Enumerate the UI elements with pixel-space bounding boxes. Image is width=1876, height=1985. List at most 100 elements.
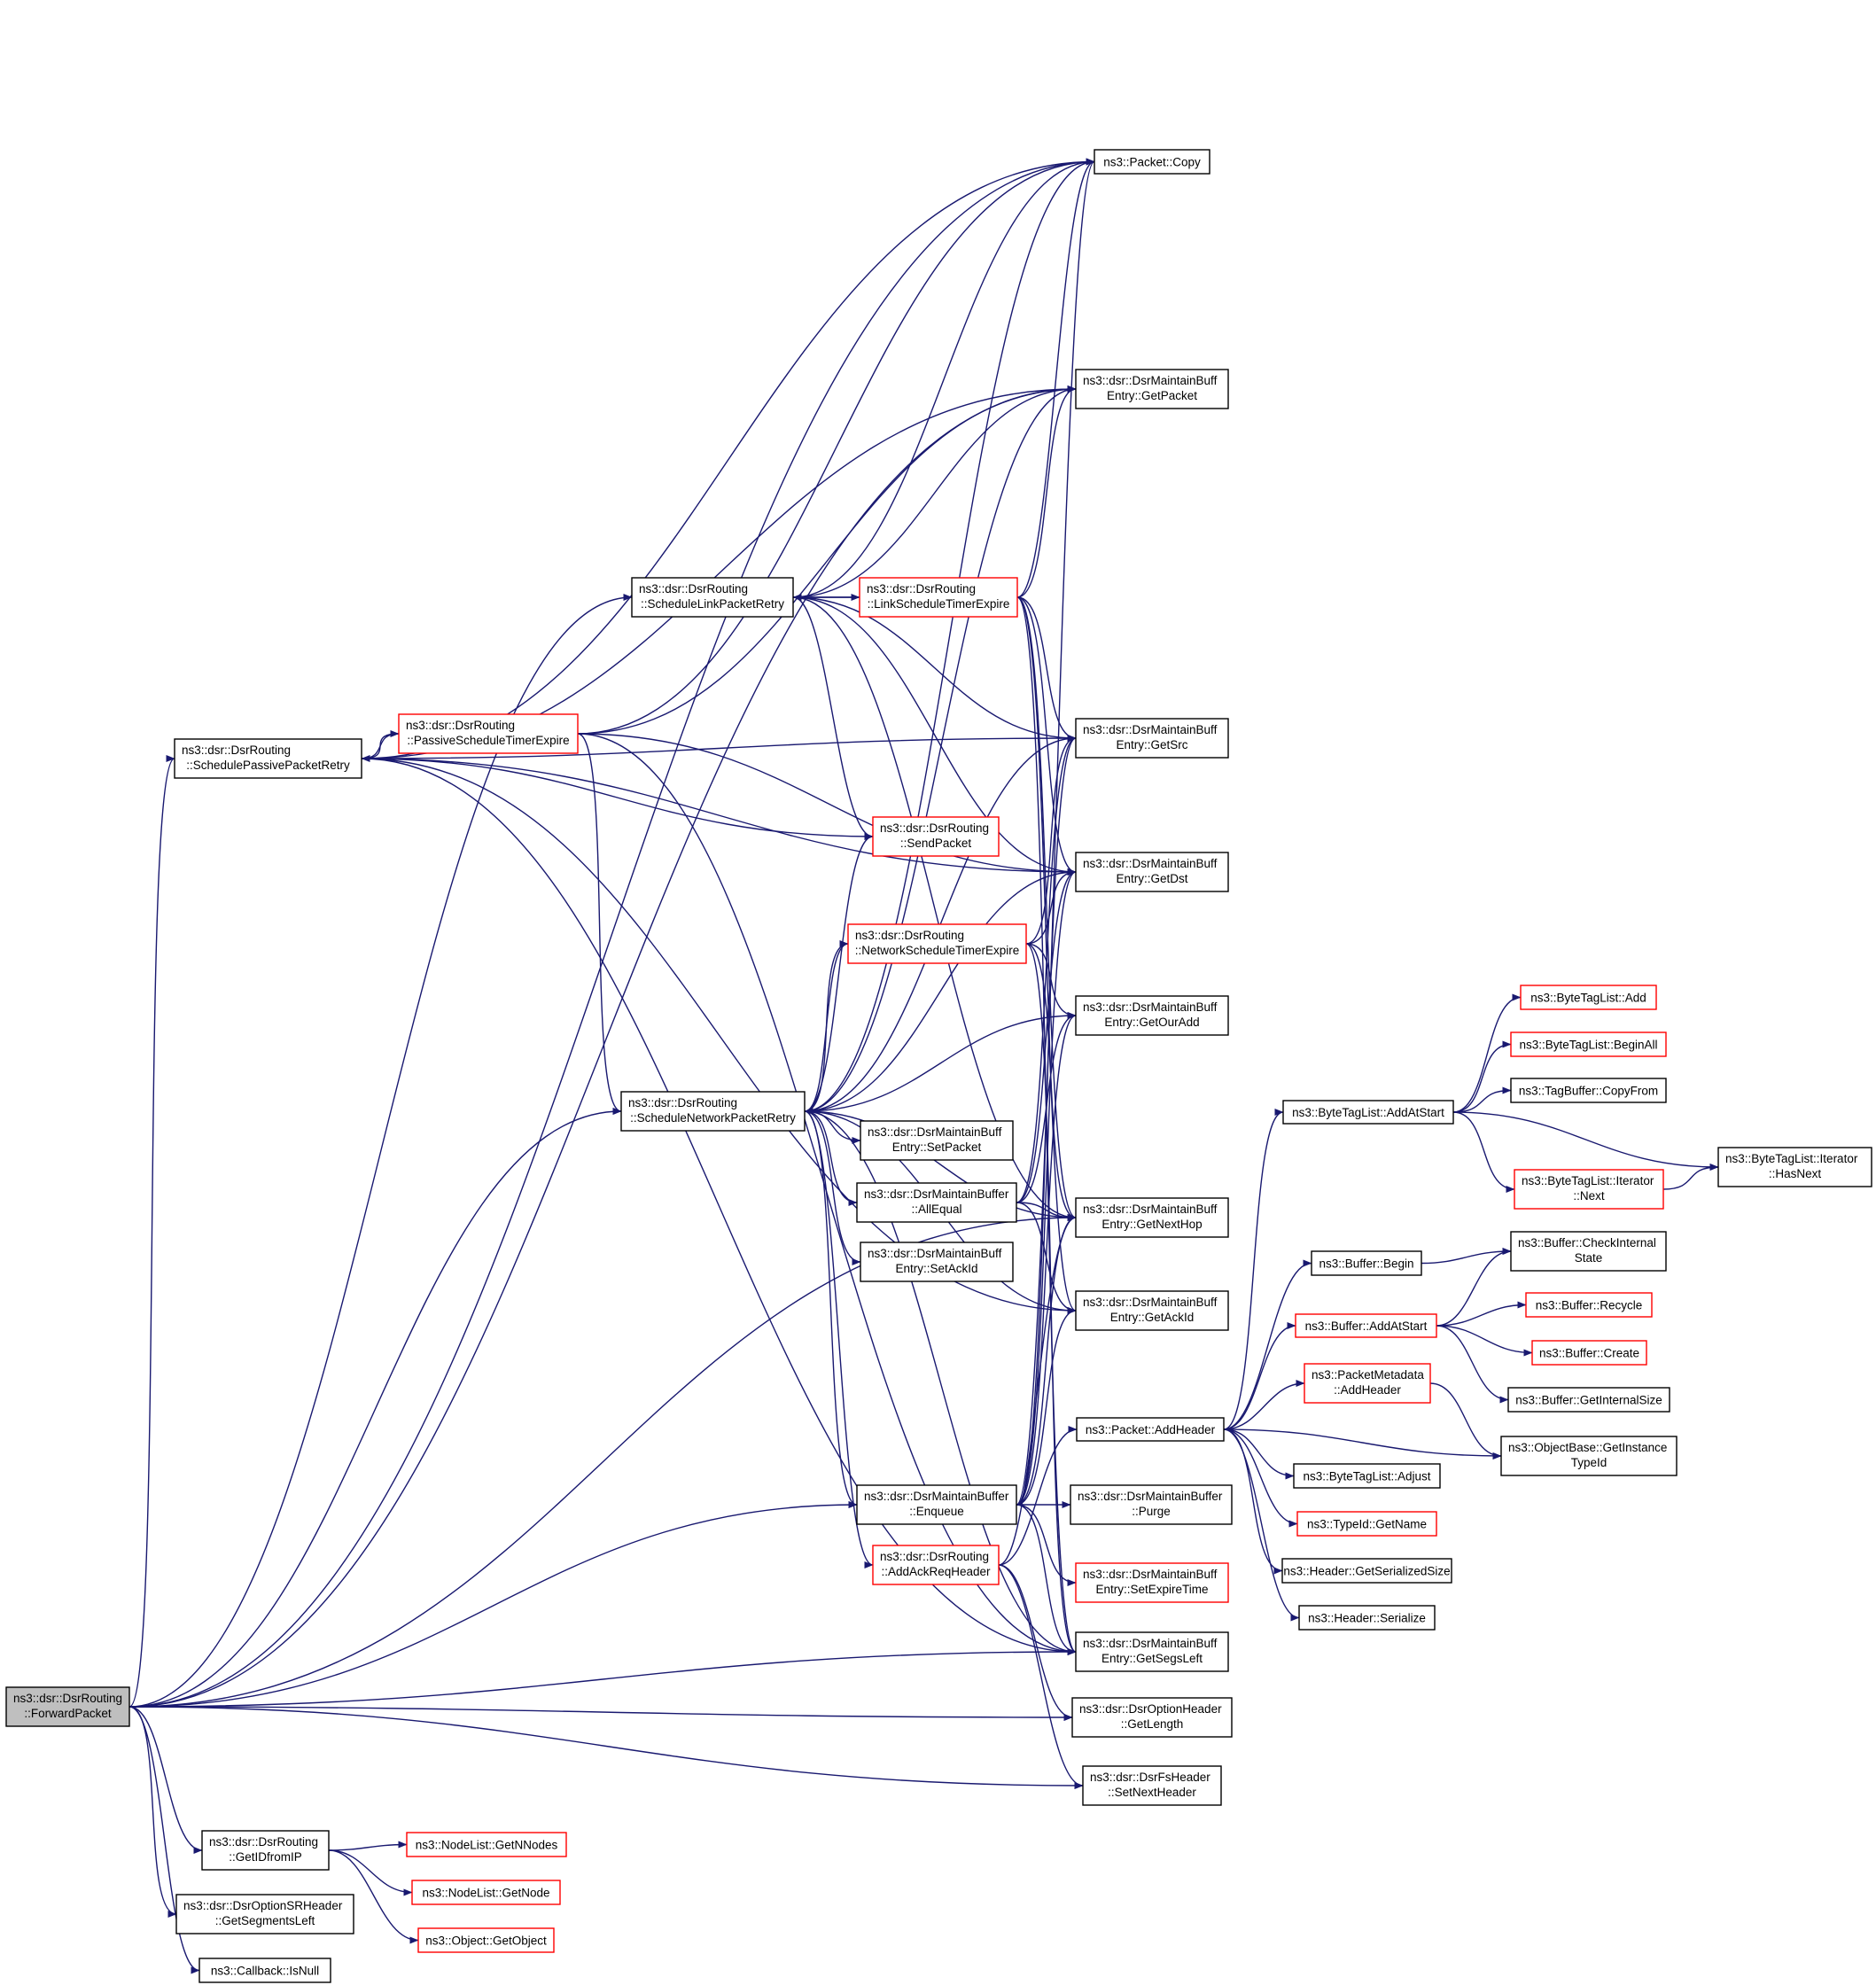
node-label-sppr-0: ns3::dsr::DsrRouting: [182, 743, 291, 757]
node-box-btl_addatstart: [1282, 1100, 1454, 1125]
node-sppr[interactable]: ns3::dsr::DsrRouting::SchedulePassivePac…: [174, 738, 362, 779]
node-btl_adjust[interactable]: ns3::ByteTagList::Adjust: [1293, 1463, 1441, 1489]
node-label-getsegsleft-0: ns3::dsr::DsrMaintainBuff: [1083, 1637, 1218, 1650]
node-box-getobject: [417, 1927, 555, 1953]
node-box-forward: [5, 1686, 130, 1727]
node-snpr[interactable]: ns3::dsr::DsrRouting::ScheduleNetworkPac…: [620, 1091, 806, 1132]
edge-forward-to-getidfromip: [128, 1706, 203, 1854]
node-getnexthop[interactable]: ns3::dsr::DsrMaintainBuffEntry::GetNextH…: [1075, 1197, 1229, 1238]
edge-addheader-to-pm_addheader: [1223, 1380, 1305, 1430]
node-box-sppr: [174, 738, 362, 779]
node-getidfromip[interactable]: ns3::dsr::DsrRouting::GetIDfromIP: [201, 1830, 330, 1871]
node-box-allequal: [856, 1182, 1017, 1223]
node-getobject[interactable]: ns3::Object::GetObject: [417, 1927, 555, 1953]
node-btl_addatstart[interactable]: ns3::ByteTagList::AddAtStart: [1282, 1100, 1454, 1125]
edge-forward-to-enqueue: [128, 1501, 858, 1708]
node-label-setpacket-0: ns3::dsr::DsrMaintainBuff: [868, 1125, 1002, 1139]
edge-snpr-to-allequal: [804, 1110, 858, 1206]
node-btl_it_hasnext[interactable]: ns3::ByteTagList::Iterator::HasNext: [1717, 1147, 1872, 1187]
edge-addackreq-to-addheader: [998, 1426, 1078, 1566]
node-box-ob_getinstancetypeid: [1500, 1436, 1678, 1476]
edge-sppr-to-getdst: [361, 758, 1077, 876]
node-btl_add[interactable]: ns3::ByteTagList::Add: [1520, 985, 1657, 1010]
node-buf_getinternalsize[interactable]: ns3::Buffer::GetInternalSize: [1507, 1387, 1670, 1413]
node-sendpacket[interactable]: ns3::dsr::DsrRouting::SendPacket: [872, 816, 1000, 857]
node-label-copy-0: ns3::Packet::Copy: [1103, 156, 1201, 169]
node-pm_addheader[interactable]: ns3::PacketMetadata::AddHeader: [1304, 1363, 1431, 1404]
node-pste[interactable]: ns3::dsr::DsrRouting::PassiveScheduleTim…: [398, 713, 579, 754]
node-label-setexpire-0: ns3::dsr::DsrMaintainBuff: [1083, 1568, 1218, 1581]
node-getlength[interactable]: ns3::dsr::DsrOptionHeader::GetLength: [1071, 1697, 1233, 1738]
edge-pste-to-getdst: [577, 733, 1077, 876]
node-allequal[interactable]: ns3::dsr::DsrMaintainBuffer::AllEqual: [856, 1182, 1017, 1223]
node-box-pste: [398, 713, 579, 754]
node-getsegsleft[interactable]: ns3::dsr::DsrMaintainBuffEntry::GetSegsL…: [1075, 1631, 1229, 1672]
edge-buf_addatstart-to-buf_recycle: [1436, 1301, 1527, 1327]
node-label-getidfromip-1: ::GetIDfromIP: [229, 1850, 302, 1864]
node-label-getdst-1: Entry::GetDst: [1116, 872, 1187, 885]
node-label-addackreq-0: ns3::dsr::DsrRouting: [880, 1550, 989, 1563]
node-label-addackreq-1: ::AddAckReqHeader: [881, 1565, 991, 1578]
node-hdr_getserializedsize[interactable]: ns3::Header::GetSerializedSize: [1281, 1558, 1452, 1584]
node-lste[interactable]: ns3::dsr::DsrRouting::LinkScheduleTimerE…: [859, 577, 1018, 618]
edge-slpr-to-sendpacket: [792, 596, 874, 840]
node-isnull[interactable]: ns3::Callback::IsNull: [198, 1958, 331, 1983]
function-nodes: ns3::dsr::DsrRouting::ForwardPacketns3::…: [5, 149, 1872, 1983]
node-nste[interactable]: ns3::dsr::DsrRouting::NetworkScheduleTim…: [847, 923, 1027, 964]
node-box-addheader: [1076, 1417, 1225, 1442]
node-label-setackid-1: Entry::SetAckId: [895, 1262, 977, 1275]
node-label-forward-1: ::ForwardPacket: [24, 1707, 112, 1720]
node-box-enqueue: [856, 1484, 1017, 1525]
node-tb_copyfrom[interactable]: ns3::TagBuffer::CopyFrom: [1510, 1078, 1667, 1103]
node-getsegmentsleft[interactable]: ns3::dsr::DsrOptionSRHeader::GetSegments…: [175, 1894, 354, 1934]
edge-enqueue-to-getdst: [1016, 868, 1077, 1506]
node-label-pste-1: ::PassiveScheduleTimerExpire: [407, 734, 569, 747]
node-box-getouradd: [1075, 995, 1229, 1036]
node-forward[interactable]: ns3::dsr::DsrRouting::ForwardPacket: [5, 1686, 130, 1727]
node-btl_beginall[interactable]: ns3::ByteTagList::BeginAll: [1510, 1031, 1667, 1057]
node-buf_recycle[interactable]: ns3::Buffer::Recycle: [1525, 1292, 1653, 1318]
node-enqueue[interactable]: ns3::dsr::DsrMaintainBuffer::Enqueue: [856, 1484, 1017, 1525]
node-setpacket[interactable]: ns3::dsr::DsrMaintainBuffEntry::SetPacke…: [860, 1120, 1014, 1161]
node-box-setackid: [860, 1242, 1014, 1282]
node-getouradd[interactable]: ns3::dsr::DsrMaintainBuffEntry::GetOurAd…: [1075, 995, 1229, 1036]
node-box-hdr_getserializedsize: [1281, 1558, 1452, 1584]
node-slpr[interactable]: ns3::dsr::DsrRouting::ScheduleLinkPacket…: [631, 577, 794, 618]
edge-forward-to-getnexthop: [128, 1214, 1077, 1708]
node-hdr_serialize[interactable]: ns3::Header::Serialize: [1298, 1605, 1436, 1631]
edge-forward-to-setnextheader: [128, 1706, 1084, 1789]
node-getpacket[interactable]: ns3::dsr::DsrMaintainBuffEntry::GetPacke…: [1075, 369, 1229, 409]
node-getnnodes[interactable]: ns3::NodeList::GetNNodes: [406, 1832, 567, 1857]
node-label-getsegsleft-1: Entry::GetSegsLeft: [1101, 1652, 1203, 1665]
edge-snpr-to-getpacket: [804, 385, 1077, 1112]
edge-pste-to-snpr: [577, 733, 622, 1115]
node-label-setexpire-1: Entry::SetExpireTime: [1095, 1583, 1208, 1596]
node-box-btl_add: [1520, 985, 1657, 1010]
node-typeid_getname[interactable]: ns3::TypeId::GetName: [1296, 1511, 1437, 1537]
edge-allequal-to-getdst: [1016, 868, 1077, 1203]
node-buf_create[interactable]: ns3::Buffer::Create: [1531, 1340, 1647, 1366]
node-box-pm_addheader: [1304, 1363, 1431, 1404]
edge-nste-to-getsrc: [1025, 735, 1077, 945]
node-addheader[interactable]: ns3::Packet::AddHeader: [1076, 1417, 1225, 1442]
node-setexpire[interactable]: ns3::dsr::DsrMaintainBuffEntry::SetExpir…: [1075, 1562, 1229, 1603]
node-copy[interactable]: ns3::Packet::Copy: [1094, 149, 1210, 175]
node-label-buf_create-0: ns3::Buffer::Create: [1539, 1347, 1639, 1360]
node-buf_begin[interactable]: ns3::Buffer::Begin: [1311, 1250, 1422, 1276]
node-setnextheader[interactable]: ns3::dsr::DsrFsHeader::SetNextHeader: [1082, 1765, 1222, 1806]
node-label-ob_getinstancetypeid-0: ns3::ObjectBase::GetInstance: [1508, 1441, 1667, 1454]
edge-sppr-to-copy: [361, 158, 1095, 759]
node-btl_it_next[interactable]: ns3::ByteTagList::Iterator::Next: [1514, 1169, 1664, 1210]
node-addackreq[interactable]: ns3::dsr::DsrRouting::AddAckReqHeader: [872, 1545, 1000, 1585]
edge-pste-to-copy: [577, 158, 1095, 735]
node-getnode[interactable]: ns3::NodeList::GetNode: [411, 1880, 561, 1905]
node-buf_addatstart[interactable]: ns3::Buffer::AddAtStart: [1295, 1313, 1437, 1338]
node-label-btl_adjust-0: ns3::ByteTagList::Adjust: [1303, 1470, 1430, 1483]
node-purge[interactable]: ns3::dsr::DsrMaintainBuffer::Purge: [1070, 1484, 1233, 1525]
